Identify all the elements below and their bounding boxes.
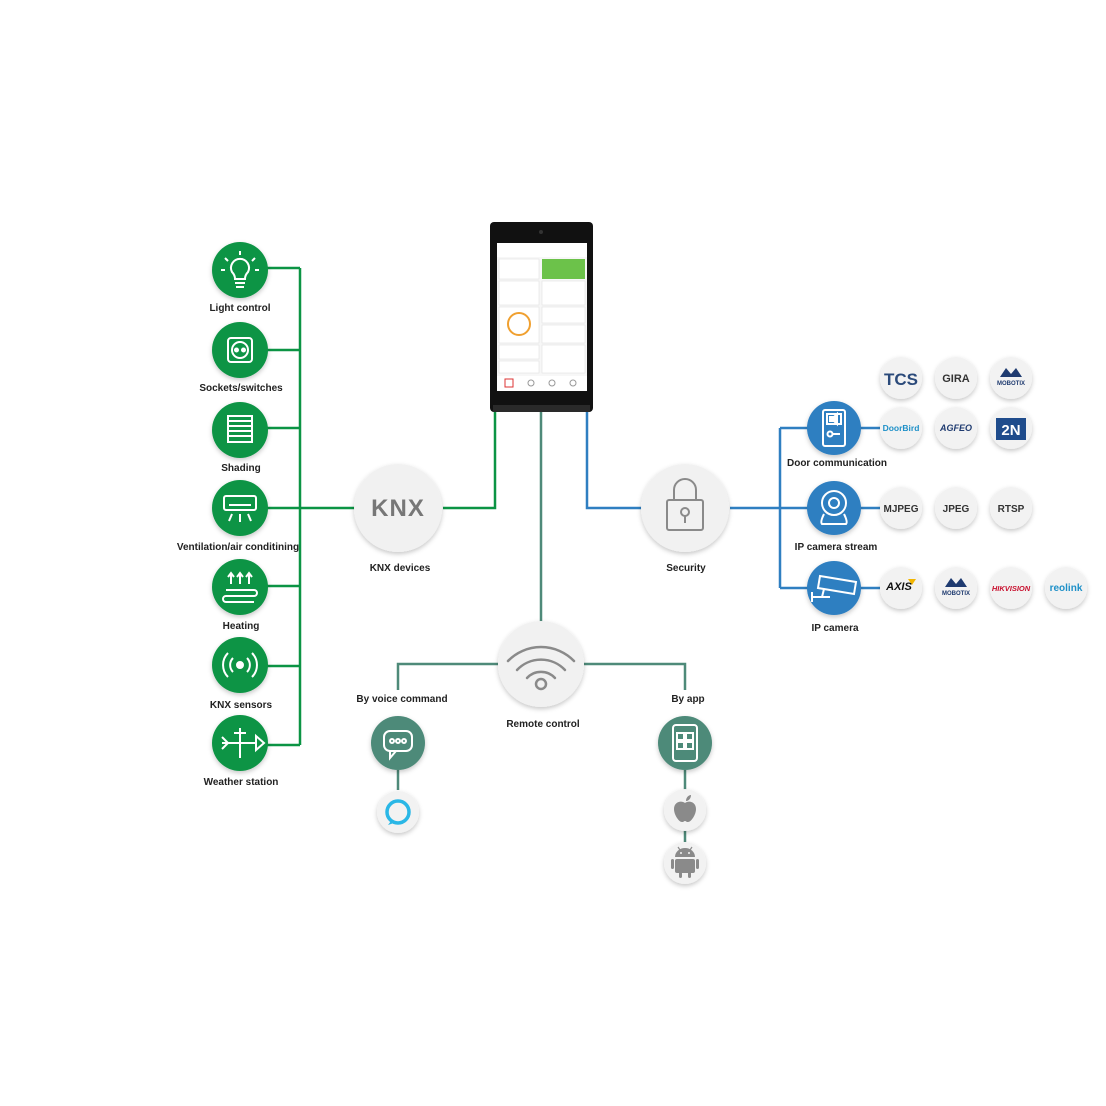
heating-icon (222, 571, 258, 603)
apple-icon (674, 795, 696, 822)
camera-brands: AXIS MOBOTIX HIKVISION reolink (880, 567, 1087, 609)
jpeg-format: JPEG (943, 504, 970, 515)
webcam-icon (820, 490, 848, 525)
rtsp-format: RTSP (998, 504, 1025, 515)
security-hub[interactable]: Security (641, 464, 729, 574)
green-node-shading[interactable]: Shading (212, 402, 268, 474)
lock-icon (666, 478, 704, 531)
smartphone-app-icon (672, 724, 698, 762)
2n-logo-box (996, 418, 1026, 440)
ip-camera-stream-label: IP camera stream (795, 542, 878, 553)
remote-hub[interactable]: Remote control (498, 621, 584, 730)
android-icon (671, 846, 699, 878)
green-node-light[interactable]: Light control (209, 242, 271, 314)
mjpeg-format: MJPEG (883, 504, 918, 515)
mobotix-mark-icon (1000, 368, 1022, 377)
agfeo-logo: AGFEO (939, 423, 972, 433)
touch-panel-icon (490, 222, 593, 412)
green-node-sockets[interactable]: Sockets/switches (199, 322, 283, 394)
air-conditioner-icon (223, 495, 257, 522)
app-node[interactable]: By app (658, 694, 712, 770)
axis-mark-icon (908, 579, 916, 585)
door-communication-node[interactable]: Door communication (787, 401, 887, 469)
tcs-logo: TCS (884, 370, 918, 389)
voice-command-label: By voice command (356, 694, 447, 705)
alexa-icon (385, 799, 411, 825)
door-communication-label: Door communication (787, 458, 887, 469)
light-control-label: Light control (209, 303, 270, 314)
wifi-icon (506, 645, 576, 691)
knx-sensors-label: KNX sensors (210, 700, 273, 711)
mobotix-logo-2: MOBOTIX (942, 591, 970, 597)
door-intercom-icon (822, 409, 846, 447)
mobotix-mark-icon-2 (945, 578, 967, 587)
ventilation-label: Ventilation/air conditining (177, 542, 299, 553)
apple-node[interactable] (664, 789, 706, 831)
ip-camera-node[interactable]: IP camera (807, 561, 861, 634)
green-node-weather[interactable]: Weather station (204, 715, 279, 788)
hikvision-logo: HIKVISION (992, 584, 1031, 593)
gira-logo: GIRA (942, 373, 970, 385)
green-node-knx-sensors[interactable]: KNX sensors (210, 637, 273, 711)
android-node[interactable] (664, 842, 706, 884)
cctv-camera-icon (811, 574, 858, 602)
door-brands-row2: DoorBird AGFEO 2N (880, 407, 1032, 449)
by-app-label: By app (671, 694, 704, 705)
green-node-ventilation[interactable]: Ventilation/air conditining (177, 480, 299, 553)
door-brands-row1: TCS GIRA MOBOTIX (880, 357, 1032, 399)
axis-logo: AXIS (885, 581, 912, 593)
voice-command-node[interactable]: By voice command (356, 694, 448, 770)
2n-logo: 2N (1001, 422, 1020, 439)
knx-devices-label: KNX devices (370, 563, 431, 574)
sockets-switches-label: Sockets/switches (199, 383, 283, 394)
alexa-node[interactable] (377, 791, 419, 833)
reolink-logo: reolink (1050, 583, 1083, 594)
knx-logo-text: KNX (371, 495, 425, 522)
weather-station-label: Weather station (204, 777, 279, 788)
knx-hub[interactable]: KNX KNX devices (354, 464, 442, 574)
weather-vane-icon (221, 728, 266, 758)
ip-camera-label: IP camera (811, 623, 859, 634)
blind-icon (227, 415, 253, 443)
heating-label: Heating (223, 621, 260, 632)
bulb-icon (221, 251, 259, 288)
chat-bubble-icon (383, 730, 413, 761)
doorbird-logo: DoorBird (883, 423, 920, 433)
green-connectors (262, 266, 497, 747)
security-label: Security (666, 563, 706, 574)
green-node-heating[interactable]: Heating (212, 559, 268, 632)
stream-formats: MJPEG JPEG RTSP (880, 487, 1032, 529)
sensor-icon (222, 652, 258, 678)
remote-control-label: Remote control (506, 719, 580, 730)
blue-connectors (585, 410, 880, 590)
ip-camera-stream-node[interactable]: IP camera stream (795, 481, 878, 553)
shading-label: Shading (221, 463, 260, 474)
socket-icon (227, 337, 253, 363)
mobotix-logo: MOBOTIX (997, 381, 1025, 387)
